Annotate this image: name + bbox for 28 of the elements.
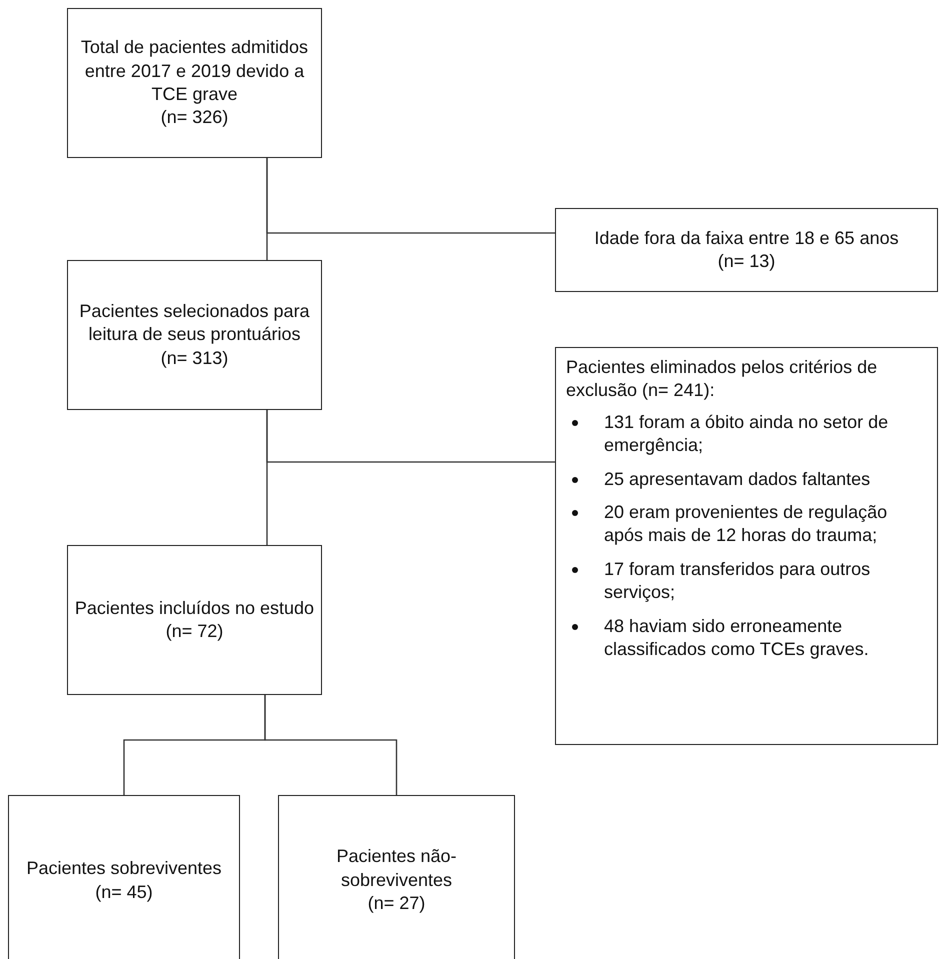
process-box — [278, 795, 515, 959]
box-text: (n= 27) — [368, 892, 426, 916]
list-item: 17 foram transferidos para outros serviços; — [604, 558, 872, 604]
box-text: (n= 313) — [160, 346, 228, 370]
box-text: Total de pacientes admitidos entre 2017 e 2019 devido a TCE grave — [80, 36, 310, 106]
box-text: (n= 13) — [718, 250, 776, 273]
process-box — [555, 347, 938, 745]
box-text: (n= 45) — [95, 880, 153, 904]
box-text: (n= 326) — [160, 106, 228, 130]
connector-line — [266, 410, 555, 463]
box-text: Idade fora da faixa entre 18 e 65 anos — [594, 226, 899, 250]
box-text: Pacientes incluídos no estudo — [74, 596, 314, 620]
list-item: 48 haviam sido erroneamente classificados como TCEs graves. — [604, 614, 870, 661]
process-box — [67, 545, 322, 695]
process-box — [555, 208, 938, 292]
box-text: Pacientes selecionados para leitura de seus prontuários — [78, 300, 311, 346]
process-box — [8, 795, 240, 959]
connector-line — [266, 158, 555, 234]
process-box — [67, 260, 322, 410]
connector-line — [264, 695, 398, 795]
box-text: Pacientes eliminados pelos critérios de exclusão (n= 241): — [566, 356, 878, 402]
list-item: 131 foram a óbito ainda no setor de emergência; — [604, 410, 890, 458]
list-item: 20 eram provenientes de regulação após mais de 12 horas do trauma; — [604, 500, 888, 548]
box-text: (n= 72) — [166, 620, 224, 643]
list-item: 25 apresentavam dados faltantes — [604, 468, 872, 491]
box-text: Pacientes não-sobreviventes — [335, 845, 458, 892]
process-box — [67, 8, 322, 158]
box-text: Pacientes sobreviventes — [26, 857, 222, 880]
